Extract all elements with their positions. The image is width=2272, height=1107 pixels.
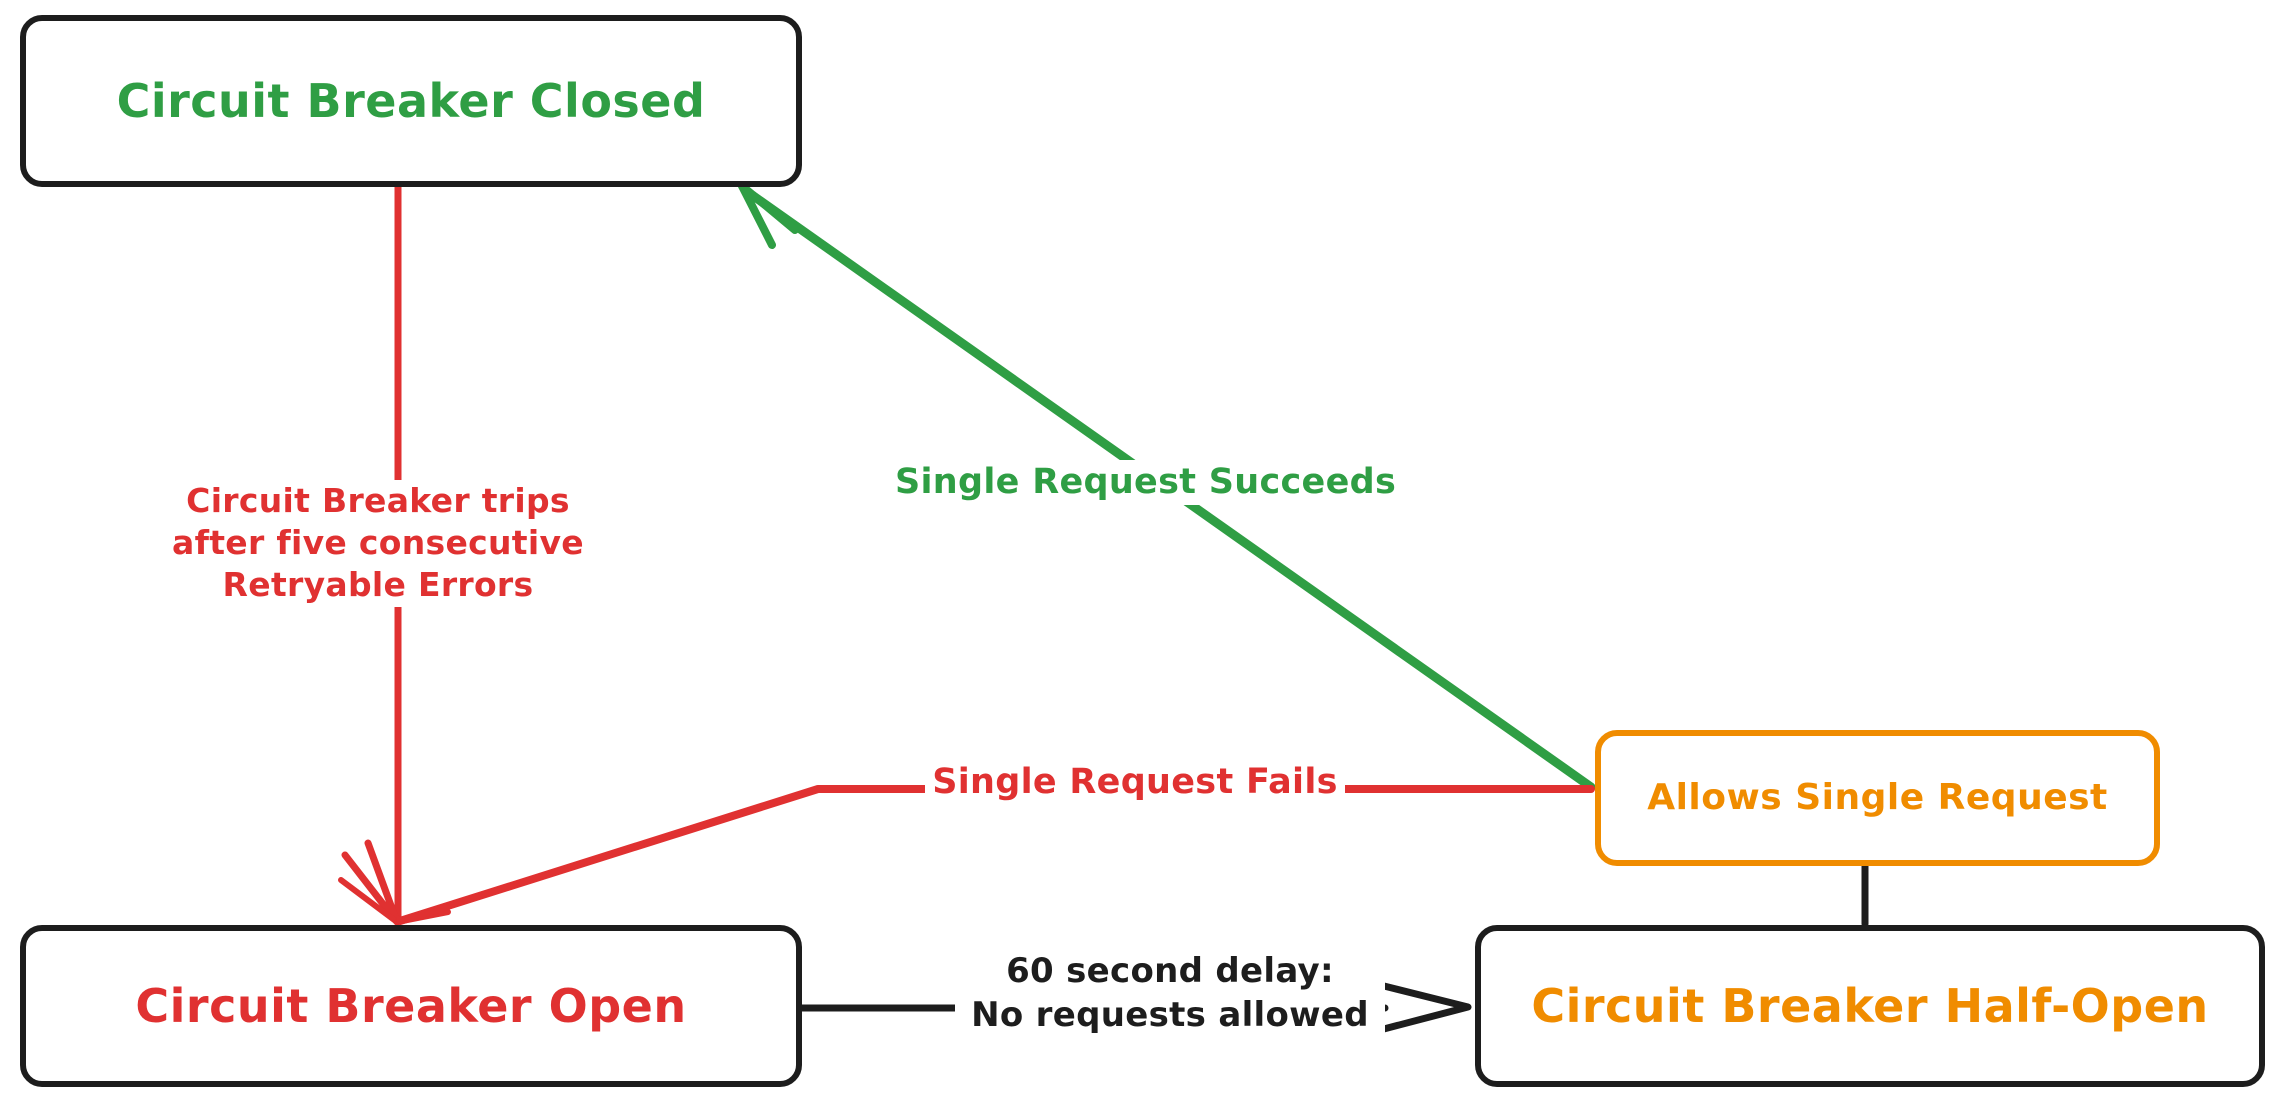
- node-circuit-breaker-closed[interactable]: Circuit Breaker Closed: [20, 15, 802, 187]
- node-half-open-label: Circuit Breaker Half-Open: [1531, 978, 2209, 1033]
- node-allows-single-request-label: Allows Single Request: [1647, 777, 2108, 819]
- edge-label-single-request-succeeds: Single Request Succeeds: [895, 460, 1396, 505]
- node-circuit-breaker-open[interactable]: Circuit Breaker Open: [20, 925, 802, 1087]
- edge-allows-to-open: [396, 785, 1595, 925]
- node-closed-label: Circuit Breaker Closed: [116, 73, 706, 128]
- edge-label-sixty-second-delay: 60 second delay: No requests allowed: [955, 950, 1385, 1038]
- edge-label-circuit-breaker-trips: Circuit Breaker trips after five consecu…: [168, 480, 588, 607]
- edge-label-single-request-fails: Single Request Fails: [925, 760, 1345, 805]
- node-circuit-breaker-half-open[interactable]: Circuit Breaker Half-Open: [1475, 925, 2265, 1087]
- node-allows-single-request[interactable]: Allows Single Request: [1595, 730, 2160, 866]
- node-open-label: Circuit Breaker Open: [135, 978, 687, 1033]
